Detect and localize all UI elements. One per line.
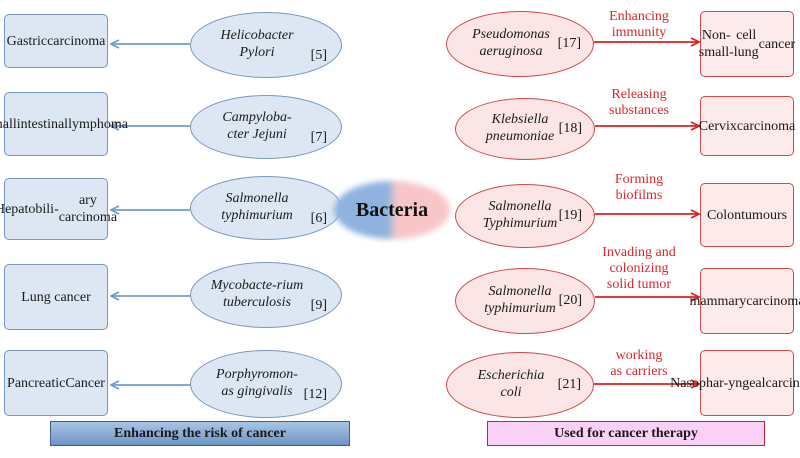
- therapy-bacterium-ellipse: Pseudomonas aeruginosa [17]: [446, 11, 594, 77]
- bacterium-name: Salmonella: [225, 191, 289, 206]
- cancer-label: carcinoma: [47, 33, 106, 49]
- cancer-label: Gastric: [6, 33, 48, 49]
- reference-number: [12]: [303, 387, 327, 402]
- cancer-label: Cervix: [698, 118, 737, 134]
- bacterium-name: typhimurium: [221, 208, 293, 223]
- bacterium-name: as gingivalis: [221, 384, 293, 399]
- bacterium-name: pneumoniae: [485, 129, 555, 144]
- cancer-label: intestinal: [16, 116, 69, 132]
- reference-number: [21]: [557, 377, 581, 392]
- bacterium-name: Mycobacte-rium: [210, 278, 304, 293]
- bacterium-name: Salmonella: [488, 199, 552, 214]
- bacterium-name: typhimurium: [484, 301, 556, 316]
- cancer-label: carcinoma: [736, 118, 796, 134]
- bacterium-name: Helicobacter: [220, 28, 294, 43]
- risk-cancer-box: Hepatobili-ary carcinoma: [0, 178, 117, 240]
- reference-number: [19]: [558, 208, 582, 223]
- cancer-label: cancer: [758, 36, 796, 52]
- bacterium-name: Pseudomonas: [472, 27, 550, 42]
- cancer-label: Hepatobili-: [0, 201, 59, 217]
- mechanism-line: as carriers: [610, 364, 668, 379]
- therapy-bacterium-ellipse: Klebsiella pneumoniae[18]: [455, 98, 595, 160]
- risk-cancer-box: Smallintestinallymphoma: [0, 92, 128, 156]
- cancer-label: yngeal: [728, 375, 766, 391]
- therapy-cancer-box: Nasophar-yngealcarcinoma: [670, 350, 800, 416]
- bacterium-name: tuberculosis: [223, 295, 291, 310]
- bacterium-name: Typhimurium: [482, 216, 558, 231]
- mechanism-line: Forming: [614, 172, 664, 187]
- risk-bacterium-ellipse: Mycobacte-rium tuberculosis [9]: [190, 262, 342, 328]
- cancer-label: ary carcinoma: [58, 193, 118, 225]
- cancer-label: lymphoma: [68, 116, 128, 132]
- cancer-label: Nasophar-: [670, 375, 729, 391]
- footer-risk-banner: Enhancing the risk of cancer: [50, 421, 350, 446]
- cancer-label: Pancreatic: [7, 375, 66, 391]
- cancer-label: carcinoma: [746, 293, 800, 309]
- mechanism-line: Invading and: [602, 245, 676, 260]
- mechanism-line: colonizing: [609, 261, 669, 276]
- reference-number: [18]: [558, 121, 582, 136]
- bacterium-name: aeruginosa: [479, 44, 543, 59]
- bacterium-name: Porphyromon-: [216, 367, 298, 382]
- reference-number: [6]: [310, 211, 327, 226]
- bacterium-name: Pylori: [239, 45, 275, 60]
- reference-number: [9]: [310, 298, 327, 313]
- cancer-label: Small: [0, 116, 17, 132]
- therapy-bacterium-ellipse: Salmonella typhimurium[20]: [455, 268, 595, 334]
- bacteria-center-shape: [334, 181, 450, 239]
- risk-cancer-box: Lung cancer: [4, 264, 108, 330]
- cancer-label: Colon: [706, 207, 742, 223]
- cancer-label: mammary: [689, 293, 747, 309]
- cancer-label: Non-small-: [698, 28, 734, 60]
- reference-number: [7]: [310, 130, 327, 145]
- reference-number: [5]: [310, 48, 327, 63]
- mechanism-line: Enhancing: [609, 9, 669, 24]
- bacterium-name: Salmonella: [488, 284, 552, 299]
- reference-number: [20]: [558, 293, 582, 308]
- mechanism-line: working: [615, 348, 663, 363]
- mechanism-line: substances: [609, 103, 669, 118]
- cancer-label: cell lung: [733, 28, 759, 60]
- mechanism-line: immunity: [611, 25, 667, 40]
- risk-bacterium-ellipse: Campyloba-cter Jejuni [7]: [190, 95, 342, 159]
- footer-therapy-banner: Used for cancer therapy: [487, 421, 765, 446]
- mechanism-line: solid tumor: [606, 277, 672, 292]
- risk-bacterium-ellipse: Salmonella typhimurium [6]: [190, 176, 342, 240]
- cancer-label: carcinoma: [765, 375, 800, 391]
- mechanism-line: biofilms: [615, 188, 663, 203]
- therapy-bacterium-ellipse: Escherichia coli [21]: [446, 352, 594, 418]
- bacterium-name: Escherichia: [477, 368, 545, 383]
- bacterium-name: coli: [500, 385, 522, 400]
- bacteria-center-label: Bacteria: [355, 198, 429, 221]
- cancer-label: Lung cancer: [21, 289, 91, 305]
- risk-bacterium-ellipse: Porphyromon-as gingivalis [12]: [190, 350, 342, 418]
- bacterium-name: Campyloba-: [222, 110, 292, 125]
- cancer-label: Cancer: [65, 375, 105, 391]
- reference-number: [17]: [557, 36, 581, 51]
- mechanism-line: Releasing: [611, 87, 667, 102]
- cancer-label: tumours: [741, 207, 788, 223]
- bacterium-name: cter Jejuni: [227, 127, 287, 142]
- bacterium-name: Klebsiella: [491, 112, 549, 127]
